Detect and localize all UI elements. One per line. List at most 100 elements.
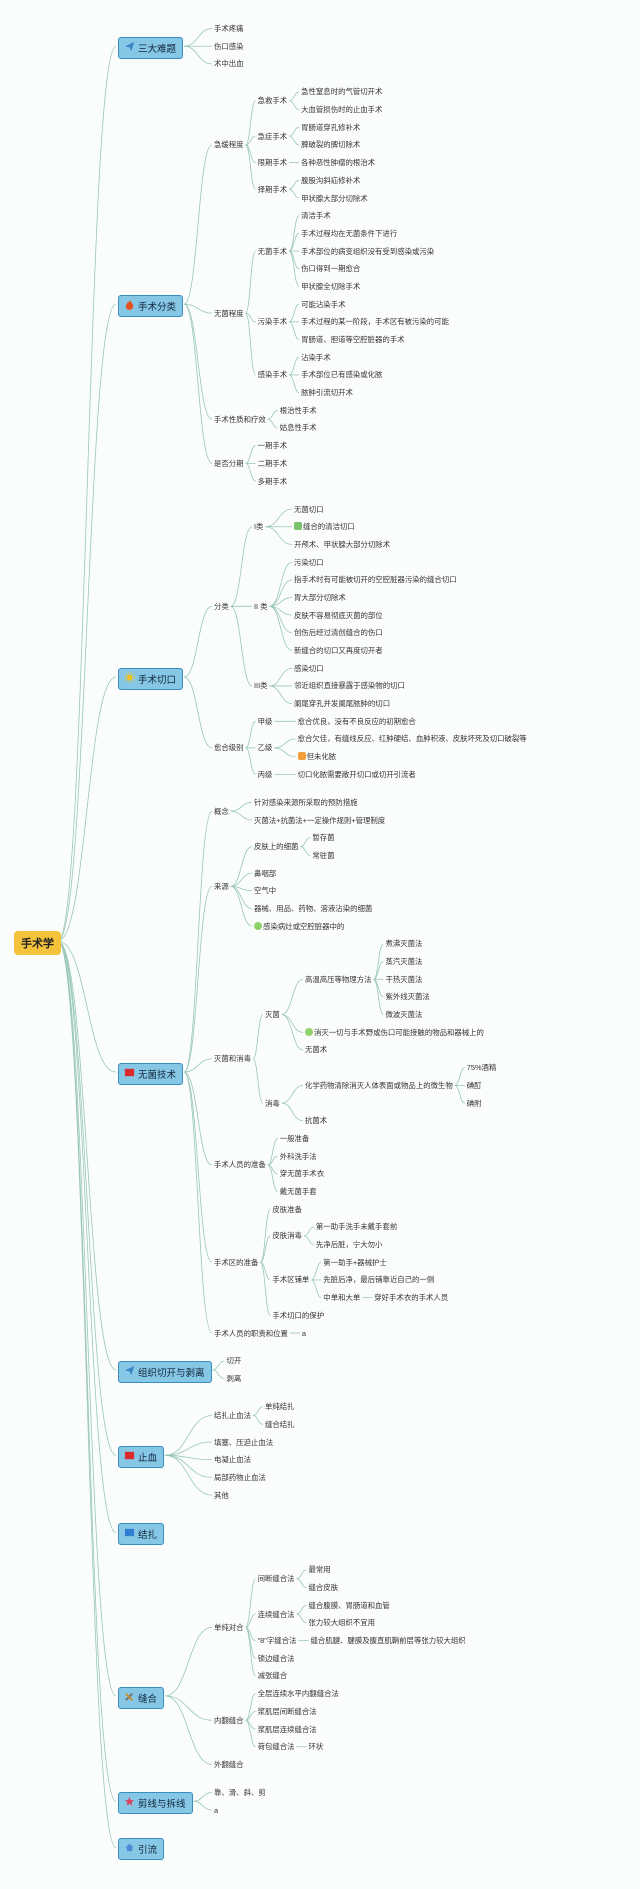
mind-map-node[interactable]: 手术疼痛 xyxy=(214,24,244,33)
mind-map-node[interactable]: 胃肠道、胆道等空腔脏器的手术 xyxy=(301,335,404,344)
mind-map-node[interactable]: 手术切口的保护 xyxy=(272,1311,324,1320)
mind-map-node[interactable]: 荷包缝合法 xyxy=(258,1742,295,1751)
mind-map-node[interactable]: 灭菌法+抗菌法+一定操作规则+管理制度 xyxy=(254,816,385,825)
mind-map-node[interactable]: 碘酊 xyxy=(467,1081,482,1090)
mind-map-node[interactable]: 沾染手术 xyxy=(301,353,331,362)
mind-map-node[interactable]: 灭菌和消毒 xyxy=(214,1054,251,1063)
mind-map-node[interactable]: 穿无菌手术衣 xyxy=(280,1169,324,1178)
mind-map-node[interactable]: 腹股沟斜疝修补术 xyxy=(301,176,360,185)
mind-map-node[interactable]: a xyxy=(214,1806,218,1815)
mind-map-node[interactable]: 污染手术 xyxy=(258,317,288,326)
mind-map-node[interactable]: 常驻菌 xyxy=(312,851,334,860)
mind-map-node[interactable]: 二期手术 xyxy=(258,459,288,468)
mind-map-node[interactable]: 最常用 xyxy=(309,1565,331,1574)
mind-map-node[interactable]: 开颅术、甲状腺大部分切除术 xyxy=(294,540,390,549)
mind-map-node[interactable]: III类 xyxy=(254,681,268,690)
mind-map-node[interactable]: 分类 xyxy=(214,602,229,611)
mind-map-node[interactable]: 感染切口 xyxy=(294,664,324,673)
mind-map-node[interactable]: 择期手术 xyxy=(258,185,288,194)
mind-map-node[interactable]: 微波灭菌法 xyxy=(385,1010,422,1019)
mind-map-node[interactable]: 张力较大组织不宜用 xyxy=(309,1618,376,1627)
mind-map-node[interactable]: 消灭一切与手术野或伤口可能接触的物品和器械上的 xyxy=(304,1027,484,1037)
main-branch-7[interactable]: 结扎 xyxy=(118,1523,165,1546)
mind-map-node[interactable]: 第一助手+器械护士 xyxy=(323,1258,386,1267)
mind-map-node[interactable]: 乙级 xyxy=(258,743,273,752)
main-branch-5[interactable]: 组织切开与剥离 xyxy=(118,1360,212,1383)
mind-map-node[interactable]: 感染手术 xyxy=(258,370,288,379)
mind-map-node[interactable]: 单纯对合 xyxy=(214,1623,244,1632)
mind-map-node[interactable]: 干热灭菌法 xyxy=(385,975,422,984)
main-branch-6[interactable]: 止血 xyxy=(118,1446,165,1469)
mind-map-node[interactable]: 先脏后净，最后铺靠近自己的一侧 xyxy=(323,1275,434,1284)
mind-map-node[interactable]: 暂存菌 xyxy=(312,833,334,842)
mind-map-node[interactable]: 手术性质和疗效 xyxy=(214,415,266,424)
mind-map-node[interactable]: 穿好手术衣的手术人员 xyxy=(374,1293,448,1302)
mind-map-node[interactable]: 愈合欠佳，有缝线反应、红肿硬结、血肿积液、皮肤坏死及切口破裂等 xyxy=(298,734,527,743)
mind-map-node[interactable]: 概念 xyxy=(214,807,229,816)
mind-map-node[interactable]: 手术过程的某一阶段，手术区有被污染的可能 xyxy=(301,317,449,326)
mind-map-node[interactable]: 灭菌 xyxy=(265,1010,280,1019)
mind-map-node[interactable]: 针对感染来源所采取的预防措施 xyxy=(254,798,357,807)
mind-map-node[interactable]: 急性窒息时的气管切开术 xyxy=(301,87,382,96)
mind-map-node[interactable]: 抗菌术 xyxy=(305,1116,327,1125)
mind-map-node[interactable]: 戴无菌手套 xyxy=(280,1187,317,1196)
mind-map-node[interactable]: I类 xyxy=(254,522,263,531)
mind-map-node[interactable]: 中单和大单 xyxy=(323,1293,360,1302)
mind-map-node[interactable]: 各种恶性肿瘤的根治术 xyxy=(301,158,375,167)
mind-map-node[interactable]: 阑尾穿孔并发阑尾脓肿的切口 xyxy=(294,699,390,708)
mind-map-node[interactable]: 浆肌层间断缝合法 xyxy=(258,1707,317,1716)
mind-map-node[interactable]: 手术部位已有感染或化脓 xyxy=(301,370,382,379)
mind-map-node[interactable]: 靠、滑、斜、剪 xyxy=(214,1788,266,1797)
mind-map-node[interactable]: 根治性手术 xyxy=(280,406,317,415)
mind-map-node[interactable]: 蒸汽灭菌法 xyxy=(385,957,422,966)
mind-map-node[interactable]: 外翻缝合 xyxy=(214,1760,244,1769)
mind-map-node[interactable]: 切口化脓需要敞开切口或切开引流者 xyxy=(298,770,416,779)
mind-map-node[interactable]: 第一助手洗手未戴手套前 xyxy=(316,1222,397,1231)
mind-map-node[interactable]: II 类 xyxy=(254,602,268,611)
mind-map-node[interactable]: 急缓程度 xyxy=(214,140,244,149)
main-branch-4[interactable]: 无菌技术 xyxy=(118,1063,184,1086)
mind-map-node[interactable]: 缝合皮肤 xyxy=(309,1583,339,1592)
mind-map-node[interactable]: 急救手术 xyxy=(258,96,288,105)
mind-map-node[interactable]: 伤口感染 xyxy=(214,42,244,51)
mind-map-node[interactable]: 无菌术 xyxy=(305,1045,327,1054)
mind-map-node[interactable]: 愈合级别 xyxy=(214,743,244,752)
mind-map-node[interactable]: 电凝止血法 xyxy=(214,1455,251,1464)
mind-map-node[interactable]: 高温高压等物理方法 xyxy=(305,975,372,984)
main-branch-3[interactable]: 手术切口 xyxy=(118,668,184,691)
mind-map-node[interactable]: 化学药物清除消灭人体表面或物品上的微生物 xyxy=(305,1081,453,1090)
mind-map-node[interactable]: 脓肿引流切开术 xyxy=(301,388,353,397)
mind-map-node[interactable]: 缝合腹膜、胃肠道和血管 xyxy=(309,1601,390,1610)
mind-map-node[interactable]: 甲状腺全切除手术 xyxy=(301,282,360,291)
mind-map-node[interactable]: 减张缝合 xyxy=(258,1671,288,1680)
mind-map-node[interactable]: 但未化脓 xyxy=(297,752,336,761)
mind-map-node[interactable]: 甲状腺大部分切除术 xyxy=(301,194,368,203)
mind-map-node[interactable]: 消毒 xyxy=(265,1099,280,1108)
mind-map-node[interactable]: 急症手术 xyxy=(258,132,288,141)
mind-map-node[interactable]: 单纯结扎 xyxy=(265,1402,295,1411)
mind-map-node[interactable]: 填塞、压迫止血法 xyxy=(214,1438,273,1447)
mind-map-node[interactable]: 全层连续水平内翻缝合法 xyxy=(258,1689,339,1698)
mind-map-node[interactable]: 外科洗手法 xyxy=(280,1152,317,1161)
mind-map-node[interactable]: 间断缝合法 xyxy=(258,1574,295,1583)
mind-map-node[interactable]: 无菌程度 xyxy=(214,309,244,318)
main-branch-10[interactable]: 引流 xyxy=(118,1838,165,1861)
mind-map-node[interactable]: 其他 xyxy=(214,1491,229,1500)
mind-map-node[interactable]: 器械、用品、药物、溶液沾染的细菌 xyxy=(254,904,372,913)
mind-map-node[interactable]: 局部药物止血法 xyxy=(214,1473,266,1482)
mind-map-node[interactable]: 一期手术 xyxy=(258,441,288,450)
mind-map-node[interactable]: 手术部位的病变组织没有受到感染或污染 xyxy=(301,247,434,256)
mind-map-node[interactable]: 锁边缝合法 xyxy=(258,1654,295,1663)
mind-map-node[interactable]: 邻近组织直接暴露于感染物的切口 xyxy=(294,681,405,690)
mind-map-node[interactable]: 煮沸灭菌法 xyxy=(385,939,422,948)
mind-map-node[interactable]: 丙级 xyxy=(258,770,273,779)
mind-map-node[interactable]: 紫外线灭菌法 xyxy=(385,992,429,1001)
mind-map-node[interactable]: 姑息性手术 xyxy=(280,423,317,432)
mind-map-node[interactable]: 碘附 xyxy=(467,1099,482,1108)
mind-map-node[interactable]: 鼻咽部 xyxy=(254,869,276,878)
mind-map-node[interactable]: 污染切口 xyxy=(294,558,324,567)
mind-map-node[interactable]: 浆肌层连续缝合法 xyxy=(258,1725,317,1734)
mind-map-node[interactable]: 内翻缝合 xyxy=(214,1716,244,1725)
mind-map-node[interactable]: 愈合优良，没有不良反应的初期愈合 xyxy=(298,717,416,726)
mind-map-node[interactable]: 缝合的清洁切口 xyxy=(294,522,355,531)
